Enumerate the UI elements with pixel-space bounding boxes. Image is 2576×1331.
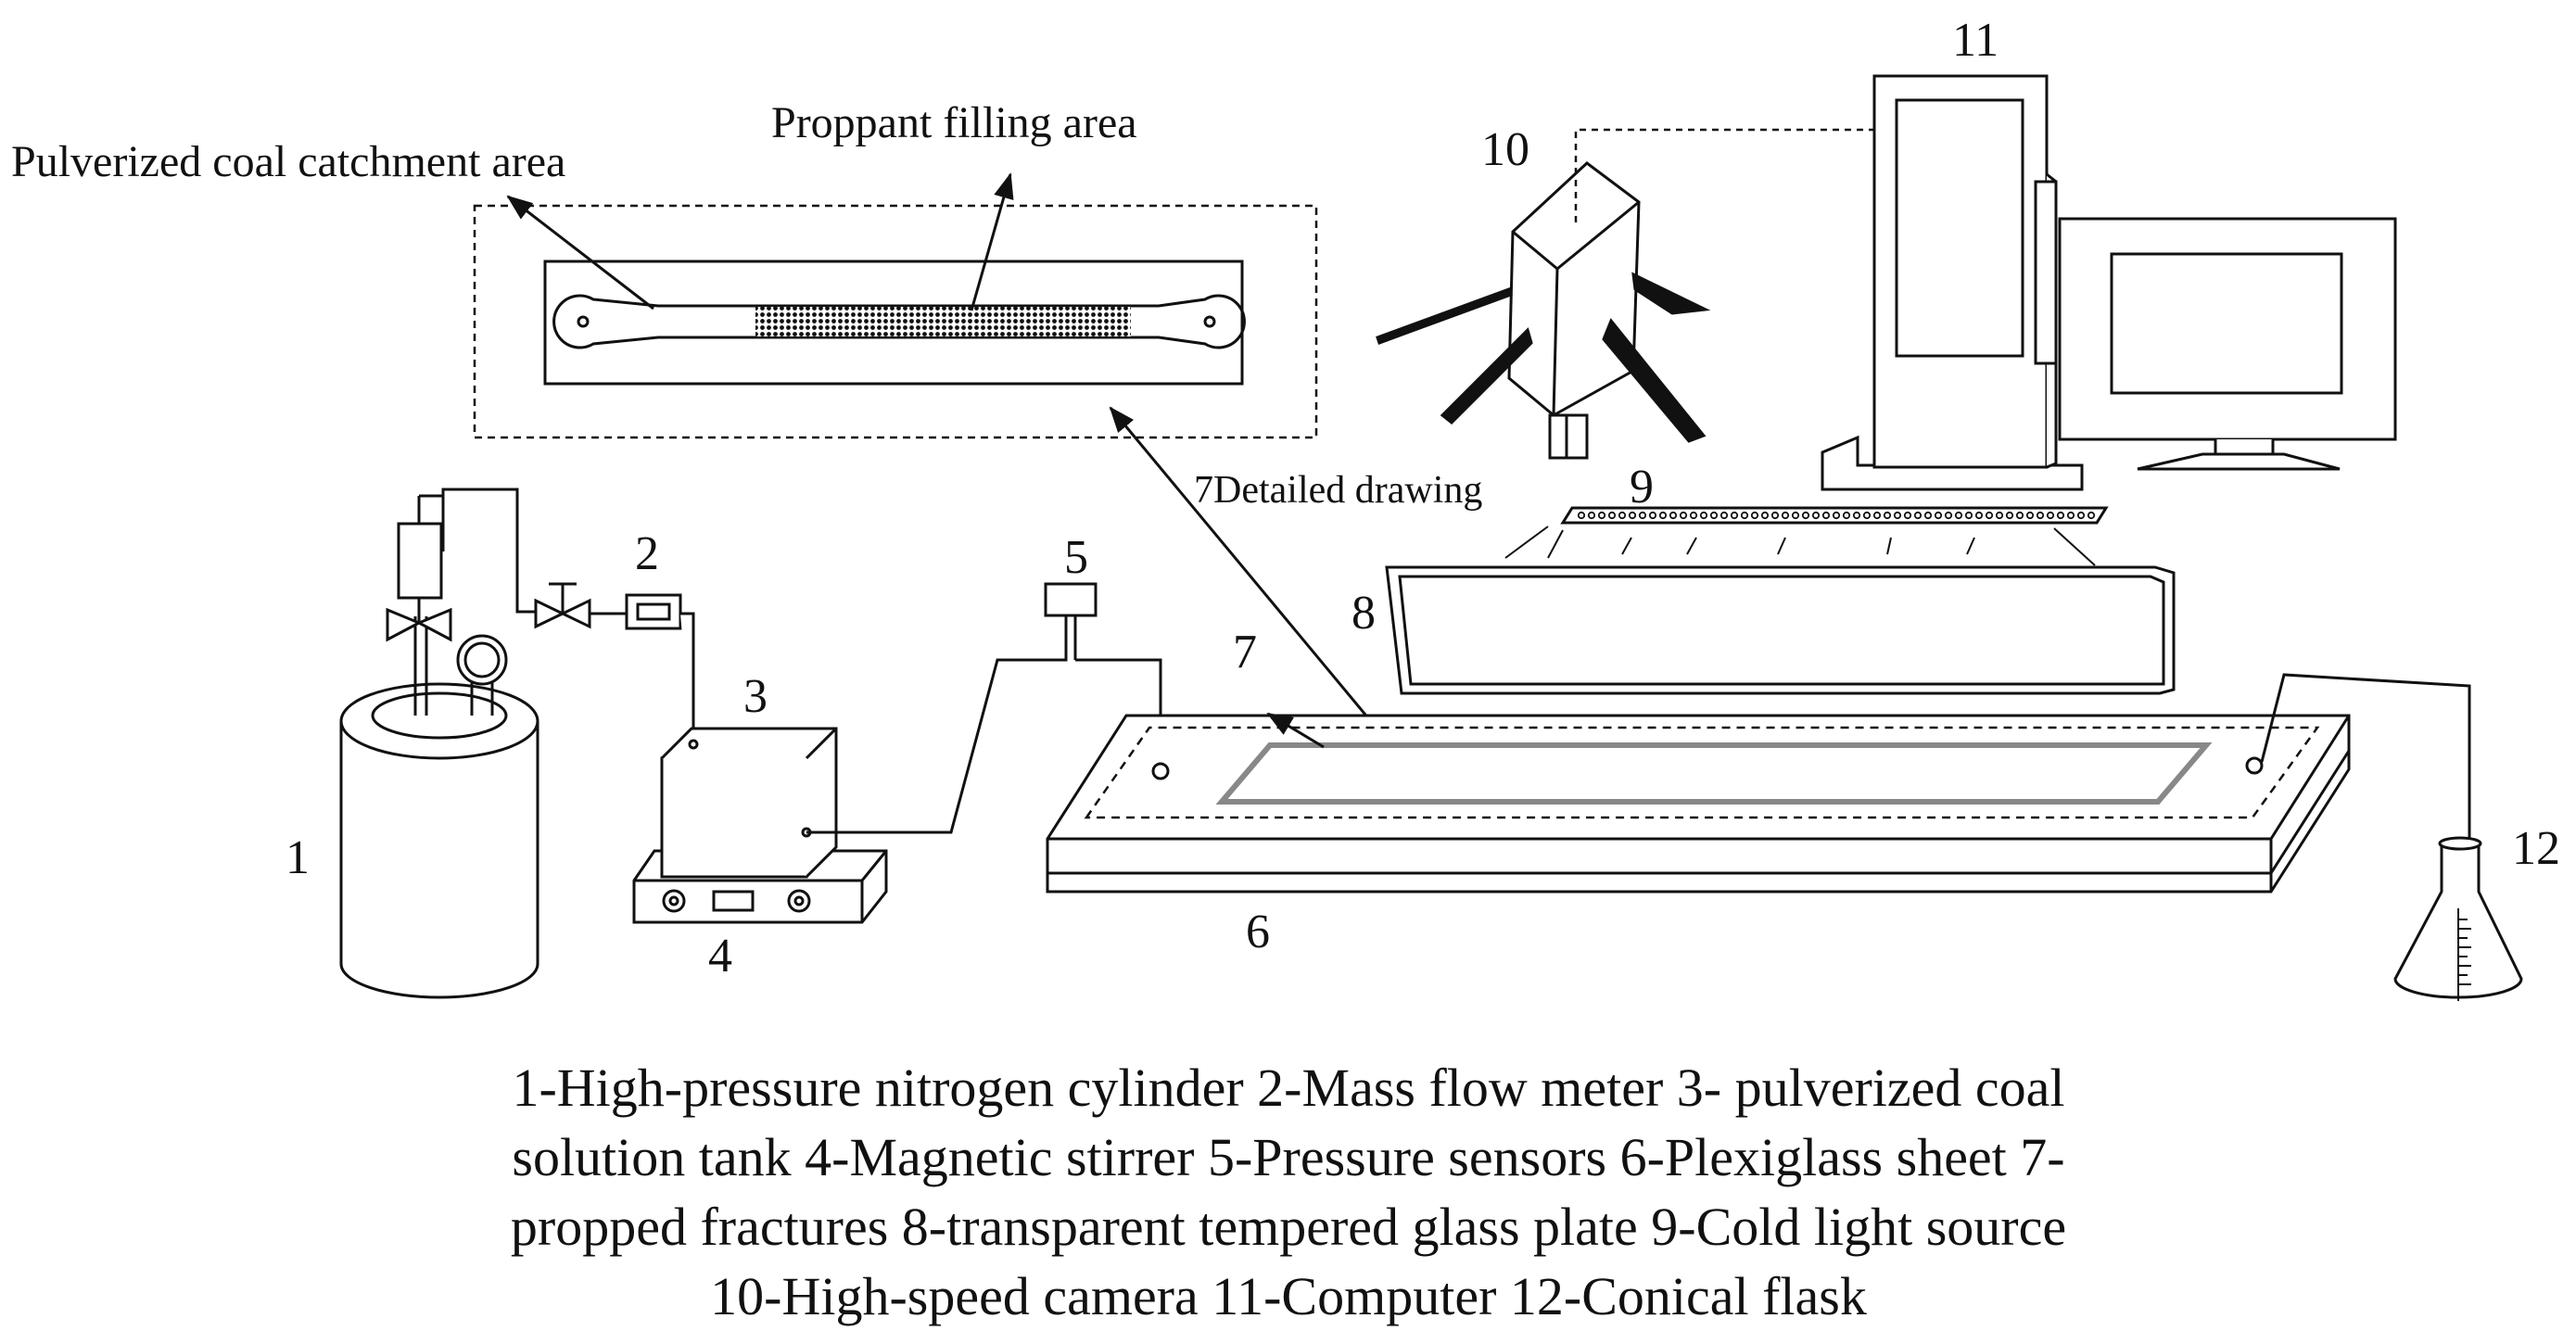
light-led (1760, 511, 1770, 520)
light-led (1954, 511, 1963, 520)
conical-flask (2260, 673, 2523, 1001)
label-4: 4 (708, 930, 732, 982)
light-led (1689, 511, 1698, 520)
light-led (1730, 511, 1739, 520)
light-led (2066, 511, 2075, 520)
caption-line-4: 10-High-speed camera 11-Computer 12-Coni… (710, 1266, 1867, 1326)
fracture-channel (552, 294, 1246, 349)
light-led (2076, 511, 2086, 520)
light-led (1842, 511, 1851, 520)
proppant-arrow (970, 172, 1014, 311)
light-led (1607, 511, 1617, 520)
proppant-fill (755, 307, 1131, 336)
light-source-dots (1577, 511, 2096, 520)
label-7: 7 (1233, 626, 1257, 678)
light-led (1628, 511, 1637, 520)
light-led (1801, 511, 1810, 520)
light-led (1669, 511, 1678, 520)
light-led (1852, 511, 1861, 520)
label-3: 3 (743, 670, 768, 723)
caption-line-1: 1-High-pressure nitrogen cylinder 2-Mass… (512, 1058, 2064, 1118)
high-speed-camera (1376, 161, 1711, 460)
inline-valve (534, 582, 627, 629)
camera-cable (1574, 128, 1874, 222)
tempered-glass-plate (1385, 565, 2176, 695)
detail-inset-frame (473, 204, 1318, 439)
inlet-hole (577, 315, 590, 328)
light-led (1781, 511, 1790, 520)
mass-flow-meter (625, 593, 695, 739)
light-led (1832, 511, 1841, 520)
light-led (1872, 511, 1882, 520)
coal-solution-tank (660, 727, 838, 879)
light-led (1862, 511, 1872, 520)
caption-line-2: solution tank 4-Magnetic stirrer 5-Press… (512, 1127, 2064, 1187)
light-led (1995, 511, 2004, 520)
proppant-area-label: Proppant filling area (771, 98, 1137, 147)
light-led (1974, 511, 1984, 520)
light-led (2046, 511, 2055, 520)
pulverized-area-label: Pulverized coal catchment area (11, 137, 565, 186)
light-led (1699, 511, 1708, 520)
label-5: 5 (1064, 531, 1088, 584)
outlet-hole (1203, 315, 1216, 328)
label-6: 6 (1246, 906, 1270, 958)
light-led (1597, 511, 1606, 520)
pressure-sensor (1044, 582, 1098, 660)
light-led (1934, 511, 1943, 520)
label-8: 8 (1351, 587, 1376, 640)
light-led (1587, 511, 1596, 520)
light-led (2015, 511, 2024, 520)
light-led (1913, 511, 1922, 520)
light-led (1709, 511, 1719, 520)
light-led (1964, 511, 1973, 520)
light-led (2025, 511, 2035, 520)
label-11: 11 (1952, 14, 1999, 67)
light-led (1923, 511, 1933, 520)
light-led (1618, 511, 1627, 520)
light-led (1770, 511, 1780, 520)
light-led (1750, 511, 1759, 520)
light-led (2005, 511, 2014, 520)
light-led (1944, 511, 1953, 520)
propped-fracture (1215, 742, 2213, 805)
catchment-arrow (506, 195, 654, 311)
light-led (1903, 511, 1912, 520)
light-led (1719, 511, 1729, 520)
detail-inset (473, 172, 1318, 439)
label-10: 10 (1481, 123, 1529, 176)
light-led (1658, 511, 1668, 520)
computer (1821, 74, 2397, 491)
label-2: 2 (635, 527, 659, 580)
light-led (1740, 511, 1749, 520)
light-led (2087, 511, 2096, 520)
fracture-arrow (1266, 712, 1325, 749)
light-led (1679, 511, 1688, 520)
detailed-drawing-label: 7Detailed drawing (1194, 469, 1482, 512)
light-led (1648, 511, 1657, 520)
light-led (2056, 511, 2065, 520)
label-12: 12 (2512, 822, 2560, 875)
label-9: 9 (1630, 461, 1654, 513)
light-led (1821, 511, 1831, 520)
light-led (2036, 511, 2045, 520)
detail-pointer-arrow (1109, 406, 1403, 759)
caption-line-3: propped fractures 8-transparent tempered… (511, 1197, 2066, 1257)
light-led (1893, 511, 1902, 520)
light-led (1811, 511, 1821, 520)
light-led (1791, 511, 1800, 520)
light-led (1577, 511, 1586, 520)
fracture-plate (543, 260, 1244, 386)
label-1: 1 (286, 831, 310, 884)
nitrogen-cylinder (339, 488, 539, 999)
light-led (1883, 511, 1892, 520)
light-led (1985, 511, 1994, 520)
light-led (1638, 511, 1647, 520)
